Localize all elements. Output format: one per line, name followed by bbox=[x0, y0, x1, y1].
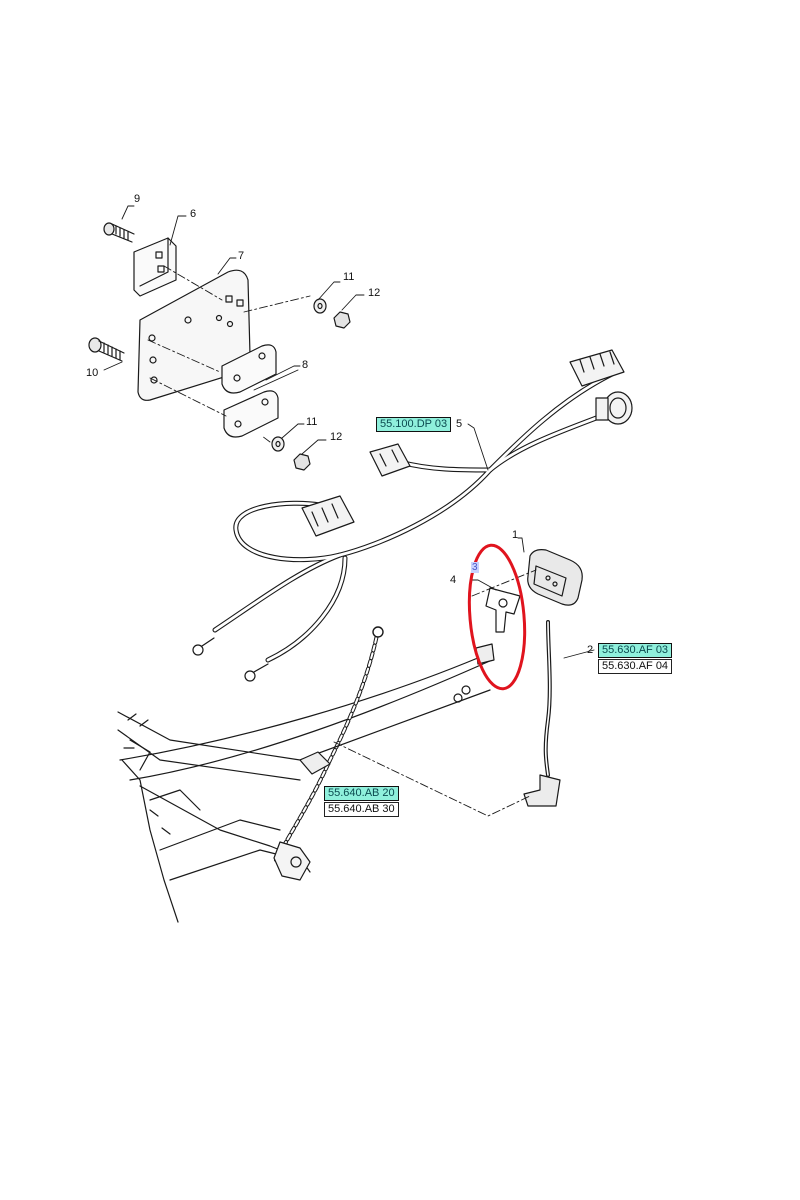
callout-8: 8 bbox=[302, 359, 309, 371]
control-unit bbox=[527, 549, 583, 606]
harness-connector-mid bbox=[369, 443, 411, 477]
callout-5: 5 bbox=[456, 418, 463, 430]
ref-cable-a[interactable]: 55.630.AF 03 bbox=[598, 643, 673, 658]
callout-9: 9 bbox=[134, 193, 141, 205]
callout-4: 4 bbox=[450, 574, 457, 586]
harness-connector-top bbox=[569, 349, 625, 387]
ref-base-b[interactable]: 55.640.AB 30 bbox=[324, 802, 399, 817]
ring-terminal-2 bbox=[244, 663, 269, 682]
harness-connector-left bbox=[301, 495, 355, 537]
ref-cable-b[interactable]: 55.630.AF 04 bbox=[598, 659, 673, 674]
nut-12-upper bbox=[333, 311, 351, 329]
callout-12-lower: 12 bbox=[330, 431, 343, 443]
cable-2-mount bbox=[523, 774, 561, 807]
chain bbox=[274, 626, 384, 862]
bracket-4 bbox=[485, 587, 521, 633]
callout-11-upper: 11 bbox=[343, 271, 355, 283]
callout-2: 2 bbox=[587, 644, 594, 656]
clamp-lower bbox=[223, 390, 279, 438]
callout-12-upper: 12 bbox=[368, 287, 381, 299]
callout-3: 3 bbox=[471, 562, 479, 573]
callout-7: 7 bbox=[238, 250, 245, 262]
ref-harness[interactable]: 55.100.DP 03 bbox=[376, 417, 452, 432]
chassis-frame bbox=[117, 689, 491, 923]
bolt-9 bbox=[103, 222, 135, 243]
ref-base-a[interactable]: 55.640.AB 20 bbox=[324, 786, 399, 801]
bolt-10 bbox=[88, 337, 125, 362]
harness-round-connector bbox=[595, 391, 633, 425]
callout-11-lower: 11 bbox=[306, 416, 318, 428]
sensor-wires bbox=[119, 651, 493, 781]
callout-10: 10 bbox=[86, 367, 99, 379]
ring-terminal-1 bbox=[192, 637, 215, 656]
nut-12-lower bbox=[293, 453, 311, 471]
selection-ellipse bbox=[467, 543, 527, 691]
washer-11-lower bbox=[271, 436, 285, 452]
washer-11-upper bbox=[313, 298, 327, 314]
callout-6: 6 bbox=[190, 208, 197, 220]
callout-1: 1 bbox=[512, 529, 519, 541]
bracket-top bbox=[133, 237, 177, 297]
